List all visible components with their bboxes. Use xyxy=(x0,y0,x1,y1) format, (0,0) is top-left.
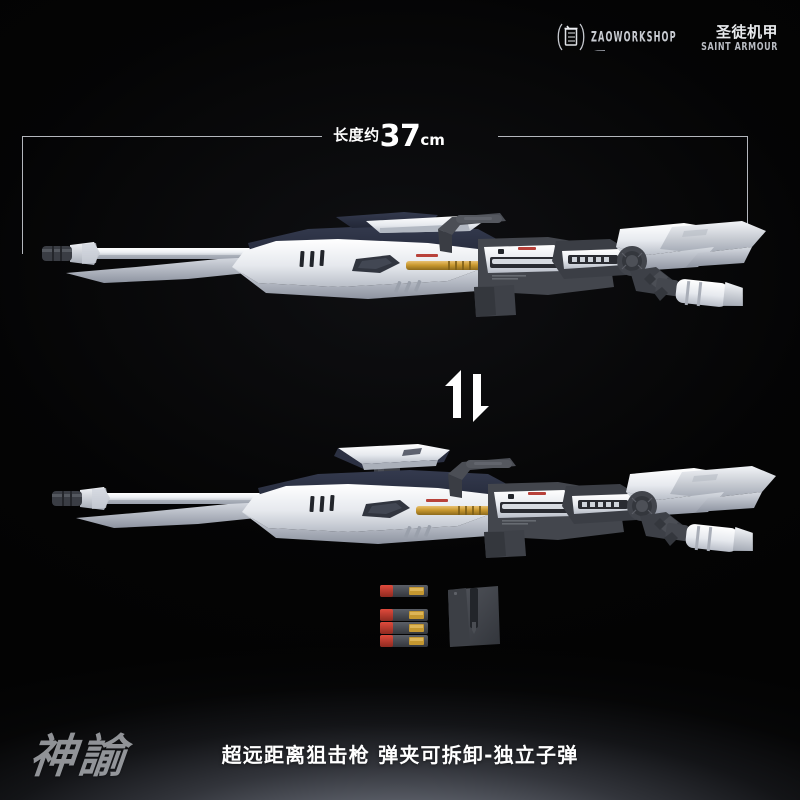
rifle-muzzle-tip xyxy=(42,246,72,261)
zaoworkshop-logo: ZAOWORKSHOP xyxy=(554,20,691,54)
saint-armour-en: SAINT ARMOUR xyxy=(701,40,778,53)
product-caption: 超远距离狙击枪 弹夹可拆卸-独立子弹 xyxy=(221,743,579,767)
accessory-detachable-magazine xyxy=(448,586,500,647)
saint-armour-logo: 圣徒机甲 SAINT ARMOUR xyxy=(701,22,778,53)
dimension-unit: cm xyxy=(420,131,445,149)
rifle-stock-thruster-2 xyxy=(640,512,753,552)
zaoworkshop-wordmark: ZAOWORKSHOP xyxy=(591,28,678,46)
rifle-vent-slots-2 xyxy=(309,494,335,513)
rifle-mid-panel xyxy=(552,239,630,279)
rifle-decal-red-2 xyxy=(518,247,536,250)
rifle-decal-red-3 xyxy=(426,499,448,502)
rifle-front-fin xyxy=(66,257,266,283)
brand-logo-bar: ZAOWORKSHOP 圣徒机甲 SAINT ARMOUR xyxy=(554,20,778,54)
rifle-mid-panel-2 xyxy=(562,484,640,524)
rifle-decal-red xyxy=(416,254,438,257)
dimension-value: 37 xyxy=(379,119,421,154)
rifle-body-armor-lower xyxy=(232,267,486,299)
rifle-rear-wings xyxy=(616,221,766,271)
dimension-tick-left xyxy=(22,136,23,254)
accessory-single-bullet xyxy=(380,585,428,597)
background-floor-glow xyxy=(0,500,800,800)
rifle-vent-slots-lower xyxy=(394,279,422,293)
rifle-decal-text xyxy=(492,275,526,280)
logo-underline xyxy=(594,50,606,51)
rifle-vent-slots-lower-2 xyxy=(404,524,432,538)
dimension-prefix: 长度约 xyxy=(333,126,380,144)
product-view-rifle-stowed xyxy=(8,195,768,340)
rifle-front-fin-2 xyxy=(76,502,276,528)
saint-armour-cn: 圣徒机甲 xyxy=(715,22,778,41)
rifle-carry-handle-2 xyxy=(448,458,516,498)
product-view-rifle-deployed xyxy=(18,440,778,585)
rifle-barrel-2 xyxy=(52,487,295,510)
transform-arrow-icon xyxy=(443,368,495,429)
rifle-rear-joint-2 xyxy=(627,491,657,521)
rifle-rear-joint xyxy=(617,246,647,276)
rifle-stock-thruster xyxy=(630,267,743,307)
rifle-carry-handle xyxy=(438,213,506,253)
rifle-muzzle-tip-2 xyxy=(52,491,82,506)
rifle-vent-slots xyxy=(299,249,325,268)
rifle-body-armor-lower-2 xyxy=(242,512,496,544)
zao-seal-icon xyxy=(558,23,585,51)
accessory-bullet-stack xyxy=(380,609,428,647)
rifle-decal-text-2 xyxy=(502,520,536,525)
dimension-line-right xyxy=(498,136,748,137)
dimension-label: 长度约37cm xyxy=(319,119,459,154)
dimension-line-left xyxy=(22,136,322,137)
accessories-group xyxy=(362,582,522,657)
dimension-tick-right xyxy=(747,136,748,254)
dimension-bracket: 长度约37cm xyxy=(22,119,748,254)
